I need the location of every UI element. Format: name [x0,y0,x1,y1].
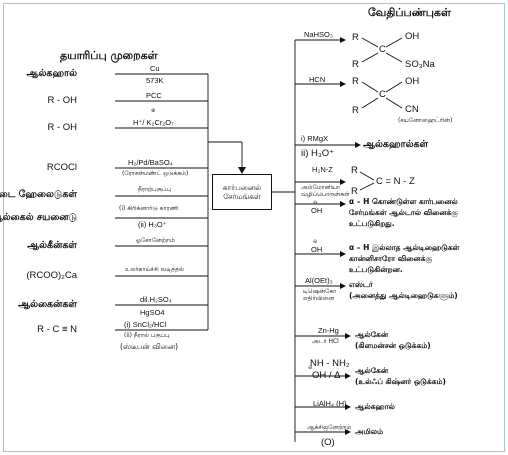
reactant-gem-dihalide: ஜெம்டை ஹேலைடுகள் [0,189,77,200]
product-alkane-wolff-2: (உல்ஃப் கிஷ்னர் ஒடுக்கம்) [355,377,446,386]
reactant-acid-chloride: RCOCl [46,162,77,173]
reactant-alcohol: ஆல்கஹால் [26,68,77,79]
reagent-573k: 573K [146,76,164,85]
minus-charge-icon: ⊖ [313,200,318,206]
reactant-roh-pcc: R - OH [47,95,77,106]
product-aldol-3: உட்படுகிறது. [349,219,395,228]
reagent-dil-h2so4: dil.H₂SO₄ [140,295,172,304]
product-ester-2: (அனைத்து ஆல்டிஹைடுகளும்) [349,291,458,300]
bisulfite-r2: R [352,59,359,70]
reagent-aluminium-ethoxide: Al(OEt)₃ [305,276,333,285]
reagent-sncl2: (i) SnCl₂/HCl [124,320,167,329]
bisulfite-c: C [379,44,386,55]
reactant-alkenes: ஆல்கீன்கள் [27,240,77,251]
reagent-cu: Cu [150,64,160,73]
reagent-oh-aldol: OH [311,206,323,215]
product-acid: அமிலம் [355,427,383,436]
product-alkane-wolff-1: ஆல்கேன் [355,366,389,375]
cyanohydrin-oh: OH [405,76,420,87]
reagent-ammonia-derivatives: அம்மோனியா வழிப்பொருள்கள் [301,184,350,198]
product-cannizzaro-2: கான்னிசாரோ வினைக்கு [349,254,433,263]
product-ester-1: எஸ்டர் [349,280,373,289]
reactant-alkynes: ஆல்கைன்கள் [18,299,77,310]
cyanohydrin-r1: R [352,76,359,87]
reagent-oxidation: ஆக்சிஜனேற்றம் [307,424,352,431]
reagent-rmgx: i) RMgX [301,134,329,143]
reagent-dry-distillation: உலர்காய்ச்சி வடித்தல் [125,266,184,273]
h-plus-charge-icon: ⊕ [151,108,156,114]
reagent-hgso4: HgSO4 [140,308,165,317]
reagent-ozonolysis: ஓசோனேற்றம் [136,237,175,244]
product-aldol-1: α – H கொண்டுள்ள கார்பனைல் [349,197,458,206]
reagent-h3o: (ii) H₃O⁺ [138,220,167,229]
diagram-frame [3,3,505,452]
box-line-1: கார்பனைல் [222,183,262,192]
minus-charge-icon-3: ⊖ [308,365,313,371]
reagent-oh-cannizzaro: OH [311,245,323,254]
reactant-alkyl-cyanide: ஆல்கைல் சயனைடு [0,212,77,223]
reagent-lialh4: LiAlH₄ (H) [313,399,347,408]
box-line-2: சேர்மங்கள் [223,192,261,201]
reagent-zn-hg: Zn-Hg [318,326,339,335]
reagent-grignard: (i) கிரிக்னார்டு காரணி [119,205,179,212]
stephen-reaction-label: (ஸ்டீபன் வினை) [120,342,179,351]
reagent-hydrolysis-2: (ii) நீரால் பகுப்பு [124,332,170,339]
reactant-calcium-salt: (RCOO)₂Ca [26,270,77,281]
cyanohydrin-cn: CN [405,104,419,115]
reagent-tishchenko: டிஷென்கோ எதிர்வினை [303,288,337,302]
reagent-o: (O) [321,437,335,448]
product-cannizzaro-1: α – H இல்லாத ஆல்டிஹைடுகள் [349,243,460,252]
reagent-rosenmund-name: (ரோசன்மண்ட் ஒடுக்கம்) [122,170,189,177]
minus-charge-icon-2: ⊖ [313,239,318,245]
imine-r1: R [351,165,358,176]
reagent-nahso3: NaHSO₃ [304,30,333,39]
reagent-conc-hcl: அடர் HCl [312,338,339,345]
reagent-h2n-z: H₂N-Z [312,165,333,174]
product-alcohol-lialh4: ஆல்கஹால் [355,402,395,411]
reagent-hydrolysis: நீராற்பகுப்பு [138,186,171,193]
reagent-hydrazine: NH - NH₂ [310,358,350,369]
cyanohydrin-c: C [379,89,386,100]
reagent-hcn: HCN [309,75,326,84]
reagent-dichromate: H⁺/ K₂Cr₂O₇ [133,118,174,127]
reactant-nitrile: R - C ≡ N [37,324,77,335]
preparations-heading: தயாரிப்பு முறைகள் [60,49,158,62]
imine-r2: R [351,186,358,197]
bisulfite-so3na: SO₃Na [405,59,435,70]
cyanohydrin-r2: R [352,105,359,116]
product-alkane-clemmensen-1: ஆல்கேன் [355,330,389,339]
cyanohydrin-name: (சயனோஹைட்ரின்) [398,117,453,124]
product-alcohols: ஆல்கஹால்கள் [363,139,429,150]
bisulfite-r1: R [352,32,359,43]
reagent-oh-heat: OH / Δ [312,370,341,381]
reactant-roh-dichromate: R - OH [47,122,77,133]
reagent-h3o-plus: ii) H₃O⁺ [301,148,335,159]
product-cannizzaro-3: உட்படுகின்றன. [349,265,403,274]
carbonyl-compounds-box: கார்பனைல் சேர்மங்கள் [212,174,272,210]
product-aldol-2: சேர்மங்கள் ஆல்டால் வினைக்கு [349,208,458,217]
reagent-rosenmund: H₂/Pd/BaSO₄ [128,158,173,167]
bisulfite-oh: OH [405,31,420,42]
product-alkane-clemmensen-2: (கிளமன்சன் ஒடுக்கம்) [355,341,431,350]
imine-rest: C = N - Z [376,176,415,187]
reagent-pcc: PCC [146,91,162,100]
properties-heading: வேதிப்பண்புகள் [368,6,451,19]
